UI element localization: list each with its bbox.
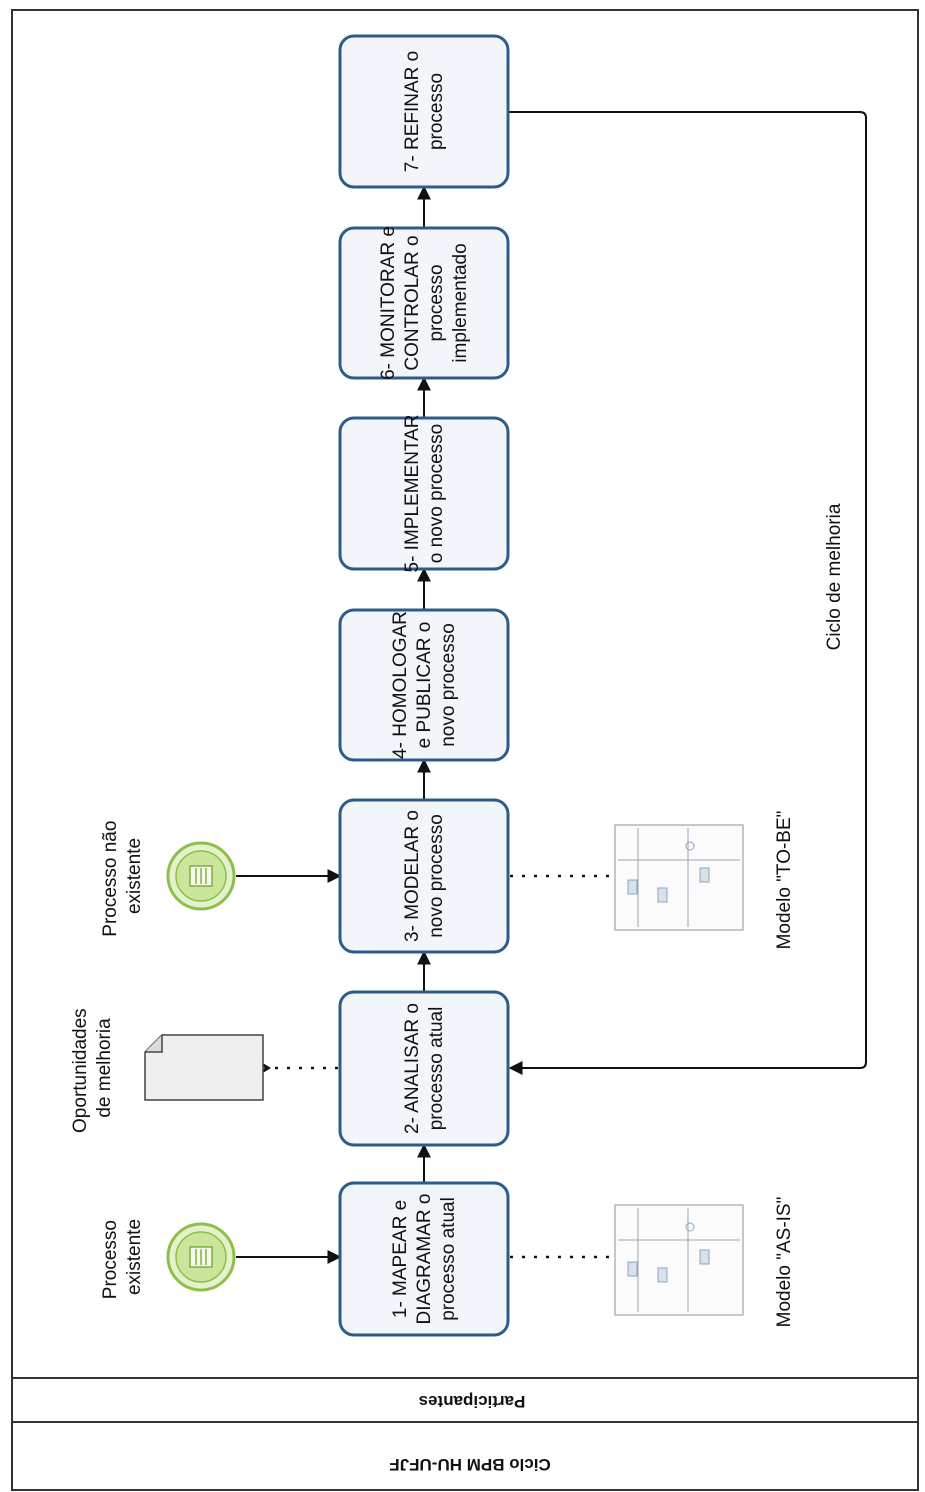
associations: [268, 874, 610, 1259]
pool: Ciclo BPM HU-UFJF Participantes: [11, 9, 919, 1491]
model-as-is-thumbnail[interactable]: [614, 1204, 744, 1316]
improvement-loop-label: Ciclo de melhoria: [824, 503, 845, 650]
task-box: [338, 1181, 510, 1337]
improvement-loop-flow: [508, 111, 867, 1075]
task-box: [338, 226, 510, 380]
task-box: [338, 416, 510, 571]
lane-title: Participantes: [419, 1392, 526, 1411]
task-box: [338, 798, 510, 954]
start-existing-label: Processo existente: [100, 1215, 145, 1299]
start-event-nonexisting[interactable]: [166, 841, 236, 911]
model-to-be-label: Modelo "TO-BE": [774, 811, 795, 950]
start-event-existing[interactable]: [166, 1222, 236, 1292]
task-box: [338, 34, 510, 189]
opportunities-data-object[interactable]: [144, 1034, 264, 1101]
task-box: [338, 990, 510, 1147]
opportunities-label: Oportunidades de melhoria: [70, 1003, 115, 1133]
model-as-is-label: Modelo "AS-IS": [774, 1197, 795, 1328]
model-to-be-thumbnail[interactable]: [614, 824, 744, 931]
task-box: [338, 608, 510, 762]
start-nonexisting-label: Processo não existente: [100, 815, 145, 936]
pool-title: Ciclo BPM HU-UFJF: [389, 1455, 551, 1474]
sequence-flows: [236, 111, 867, 1264]
